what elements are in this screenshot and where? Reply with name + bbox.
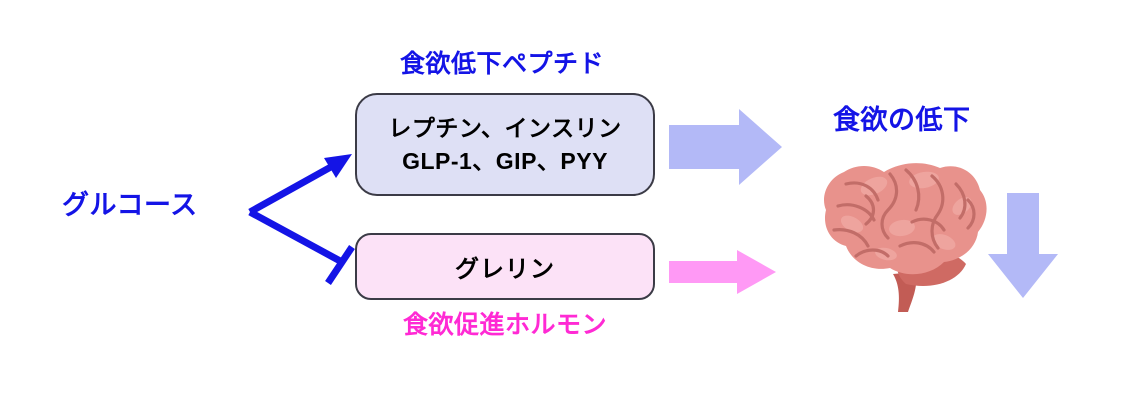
glucose-label: グルコース	[62, 190, 198, 220]
anorexigenic-peptides-box[interactable]: レプチン、インスリン GLP-1、GIP、PYY	[355, 93, 655, 196]
orexigenic-line-1: グレリン	[455, 256, 555, 283]
anorexigenic-line-1: レプチン、インスリン	[388, 114, 622, 141]
anorexigenic-line-2: GLP-1、GIP、PYY	[402, 147, 608, 174]
orexigenic-hormone-box[interactable]: グレリン	[355, 233, 655, 300]
inhibition-line	[248, 208, 344, 266]
block-arrow-down-icon	[988, 193, 1058, 298]
arrow-head-icon	[324, 154, 352, 178]
inhibition-connector	[248, 208, 355, 285]
brain-illustration	[824, 163, 987, 312]
activation-connector	[248, 154, 352, 216]
tee-bar-icon	[325, 245, 355, 285]
block-arrow-right-icon-anorexigenic	[669, 109, 782, 185]
block-arrow-right-icon-orexigenic	[669, 250, 776, 294]
activation-line	[248, 159, 340, 216]
orexigenic-heading: 食欲促進ホルモン	[403, 311, 608, 339]
appetite-decrease-label: 食欲の低下	[833, 105, 971, 135]
anorexigenic-heading: 食欲低下ペプチド	[400, 50, 605, 78]
